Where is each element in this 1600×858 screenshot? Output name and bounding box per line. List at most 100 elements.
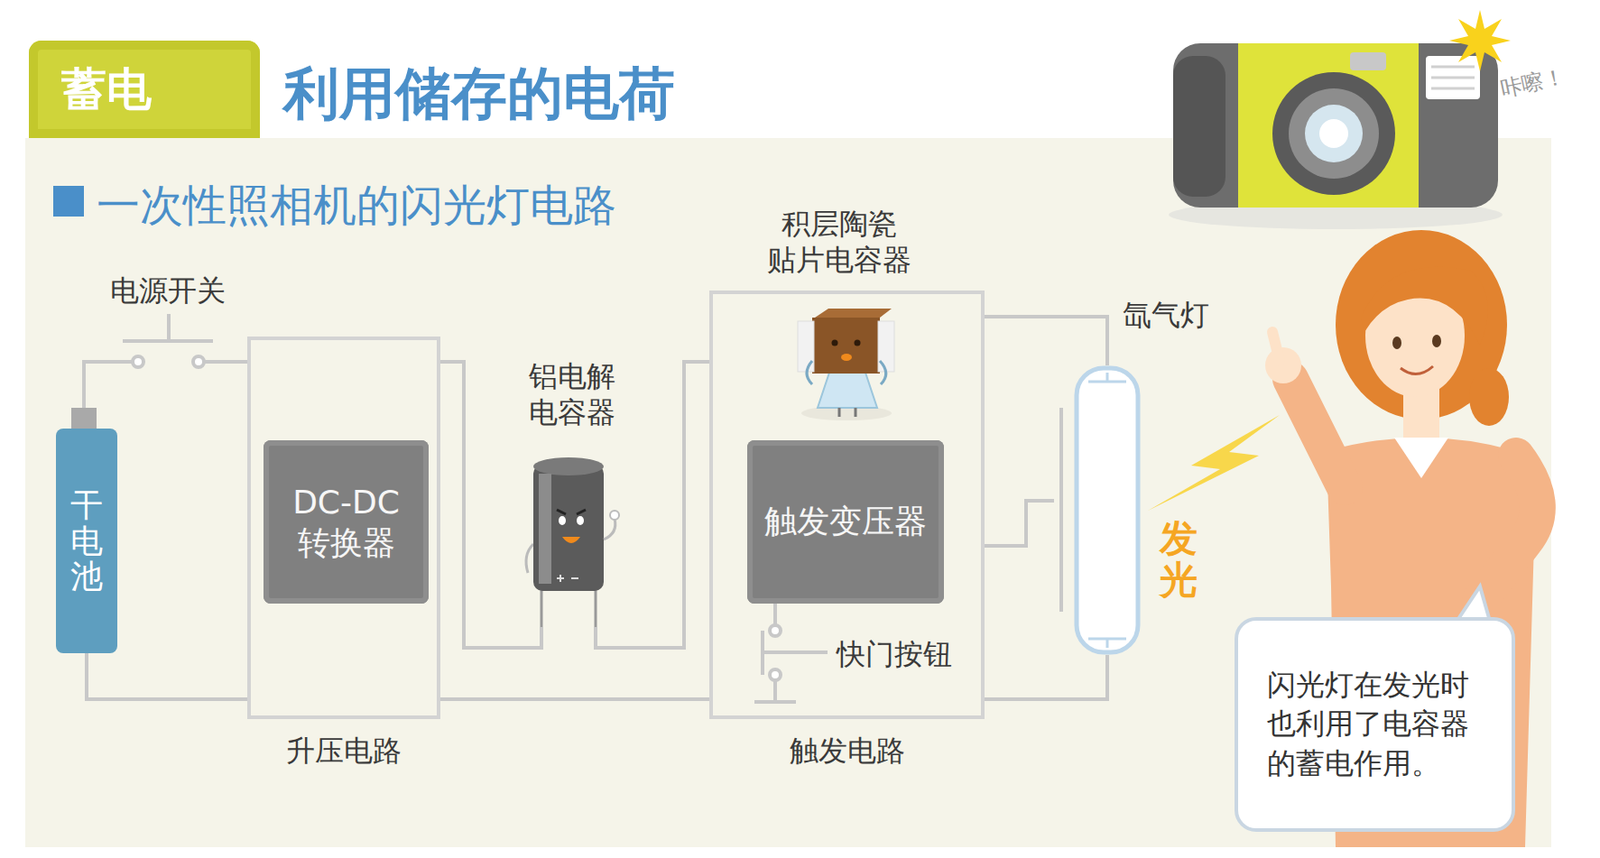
ceramic-capacitor-figure [878,321,895,372]
woman-illustration [1469,368,1509,426]
ceramic-capacitor-figure [814,308,892,318]
shutter-button [754,603,828,703]
capacitor-drawing [526,544,534,574]
lightning-bolt [1147,415,1280,511]
node-text: 蓄电 [61,59,152,121]
lamp-drawing [1076,368,1138,653]
shutter-button [769,669,781,681]
capacitor-drawing [533,457,604,476]
heading-square [53,185,84,217]
capacitor-drawing [558,516,566,526]
heading-square [53,185,84,217]
power-switch [203,360,248,364]
speech-bubble: 闪光灯在发光时 也利用了电容器 的蓄电作用。 [1234,617,1516,833]
page-title: 利用储存的电荷 [283,55,676,132]
woman-illustration [1272,332,1280,361]
lamp-drawing [1073,365,1141,656]
camera-illustration [1350,52,1387,71]
power-switch [83,361,133,408]
capacitor-drawing [576,516,584,526]
shutter-button [754,680,796,703]
shutter-button [769,625,781,637]
xenon-lamp: 氙气灯 [1073,365,1141,656]
woman-illustration [1365,274,1465,398]
ceramic-capacitor-figure [797,308,895,421]
wire [984,316,1108,366]
part-label: 积层陶瓷 贴片电容器 [765,205,913,278]
capacitor-drawing [538,473,552,584]
circuit-block: 升压电路DC-DC 转换器 [247,336,441,720]
capacitor-drawing [541,587,596,628]
woman-illustration [1290,379,1345,488]
lightning-bolt [1147,415,1280,511]
circuit-wire [1059,407,1064,612]
woman-illustration [1392,336,1402,350]
node-text: 铝电解 电容器 [524,358,620,431]
woman-illustration [1403,383,1440,438]
wire [86,653,248,700]
node-text: 氙气灯 [1122,295,1210,336]
capacitor-drawing [533,464,604,592]
woman-illustration [1400,366,1434,375]
ceramic-capacitor-figure [801,406,892,421]
ceramic-capacitor-figure [817,369,878,408]
node-text: 触发电路 [712,731,981,772]
circuit-wire [984,655,1108,700]
camera-illustration [1449,9,1511,72]
woman-illustration [1479,455,1538,601]
panel-ground [25,138,1552,848]
woman-illustration [1335,230,1508,420]
camera-illustration [1304,104,1363,163]
camera-illustration [1319,119,1349,148]
power-switch [132,356,144,368]
power-switch [71,407,97,429]
capacitor-drawing [562,536,581,544]
camera-illustration [1173,43,1499,208]
camera-illustration [1425,55,1480,100]
camera-illustration [1272,72,1396,195]
power-switch [71,314,248,429]
capacitor-drawing [520,453,623,628]
power-switch [193,356,204,368]
capacitor-drawing [556,574,579,583]
camera-illustration [1288,88,1379,179]
converter-box: DC-DC 转换器 [263,440,429,604]
ceramic-capacitor-figure [812,317,880,374]
panel-ground [25,138,1552,848]
battery-cell: 干电池 [55,428,118,654]
lamp-drawing [1106,372,1110,648]
camera-illustration [1168,200,1503,230]
circuit-wire [984,500,1055,546]
effect-word: 发光 [1159,517,1198,602]
ceramic-capacitor-figure [839,407,856,417]
switch-label: 电源开关 [110,271,226,312]
node-text: 干电池 [70,487,103,595]
capacitor-drawing [556,509,586,515]
ceramic-capacitor-figure [797,321,814,372]
camera-illustration [1168,9,1511,230]
transformer-box: 触发变压器 [747,440,944,604]
node-text: 升压电路 [250,731,437,772]
ceramic-capacitor-figure [806,360,887,385]
circuit-wire [440,697,710,702]
ceramic-capacitor-figure [832,340,839,347]
woman-illustration [1432,334,1442,348]
woman-illustration [1265,347,1302,384]
camera-illustration [1238,43,1419,208]
capacitor-drawing [610,510,620,520]
section-heading: 一次性照相机的闪光灯电路 [96,176,617,235]
node-text: 闪光灯在发光时 也利用了电容器 的蓄电作用。 [1267,665,1484,784]
ceramic-capacitor-figure [854,340,861,347]
ceramic-capacitor-figure [841,353,852,361]
woman-illustration [1360,267,1489,345]
shutter-button [773,603,777,626]
shutter-button [762,630,828,676]
node-text: 触发变压器 [764,499,927,545]
section-tab: 蓄电 [28,40,260,139]
node-text: DC-DC 转换器 [277,481,415,564]
capacitor-figure: 铝电解 电容器 [520,453,623,628]
wire [440,361,542,648]
capacitor-drawing [603,518,616,540]
camera-illustration [1431,66,1475,89]
